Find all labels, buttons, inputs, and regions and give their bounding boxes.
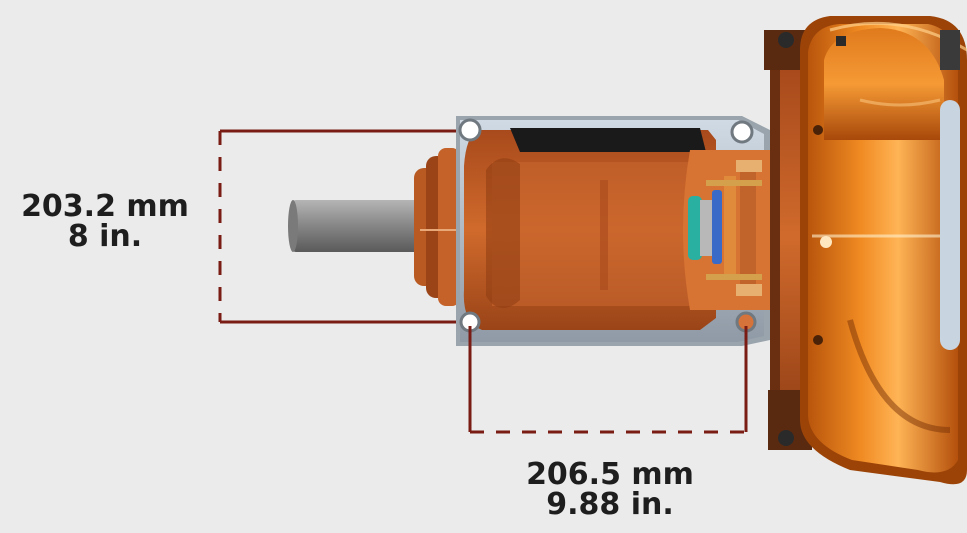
vertical-dimension-metric: 203.2 mm <box>21 189 189 224</box>
vertical-dimension-imperial: 8 in. <box>67 219 143 254</box>
horizontal-dimension-line <box>468 326 748 434</box>
horizontal-dimension-label: 206.5 mm 9.88 in. <box>520 460 700 520</box>
seal-assembly <box>683 150 770 310</box>
shaft <box>288 200 432 252</box>
vertical-dimension-label: 203.2 mm 8 in. <box>10 192 200 252</box>
bearing-end-cover <box>414 148 460 306</box>
vertical-dimension-line <box>218 129 456 324</box>
pump-casing <box>800 16 967 485</box>
horizontal-dimension-imperial: 9.88 in. <box>546 487 674 522</box>
horizontal-dimension-metric: 206.5 mm <box>526 457 694 492</box>
